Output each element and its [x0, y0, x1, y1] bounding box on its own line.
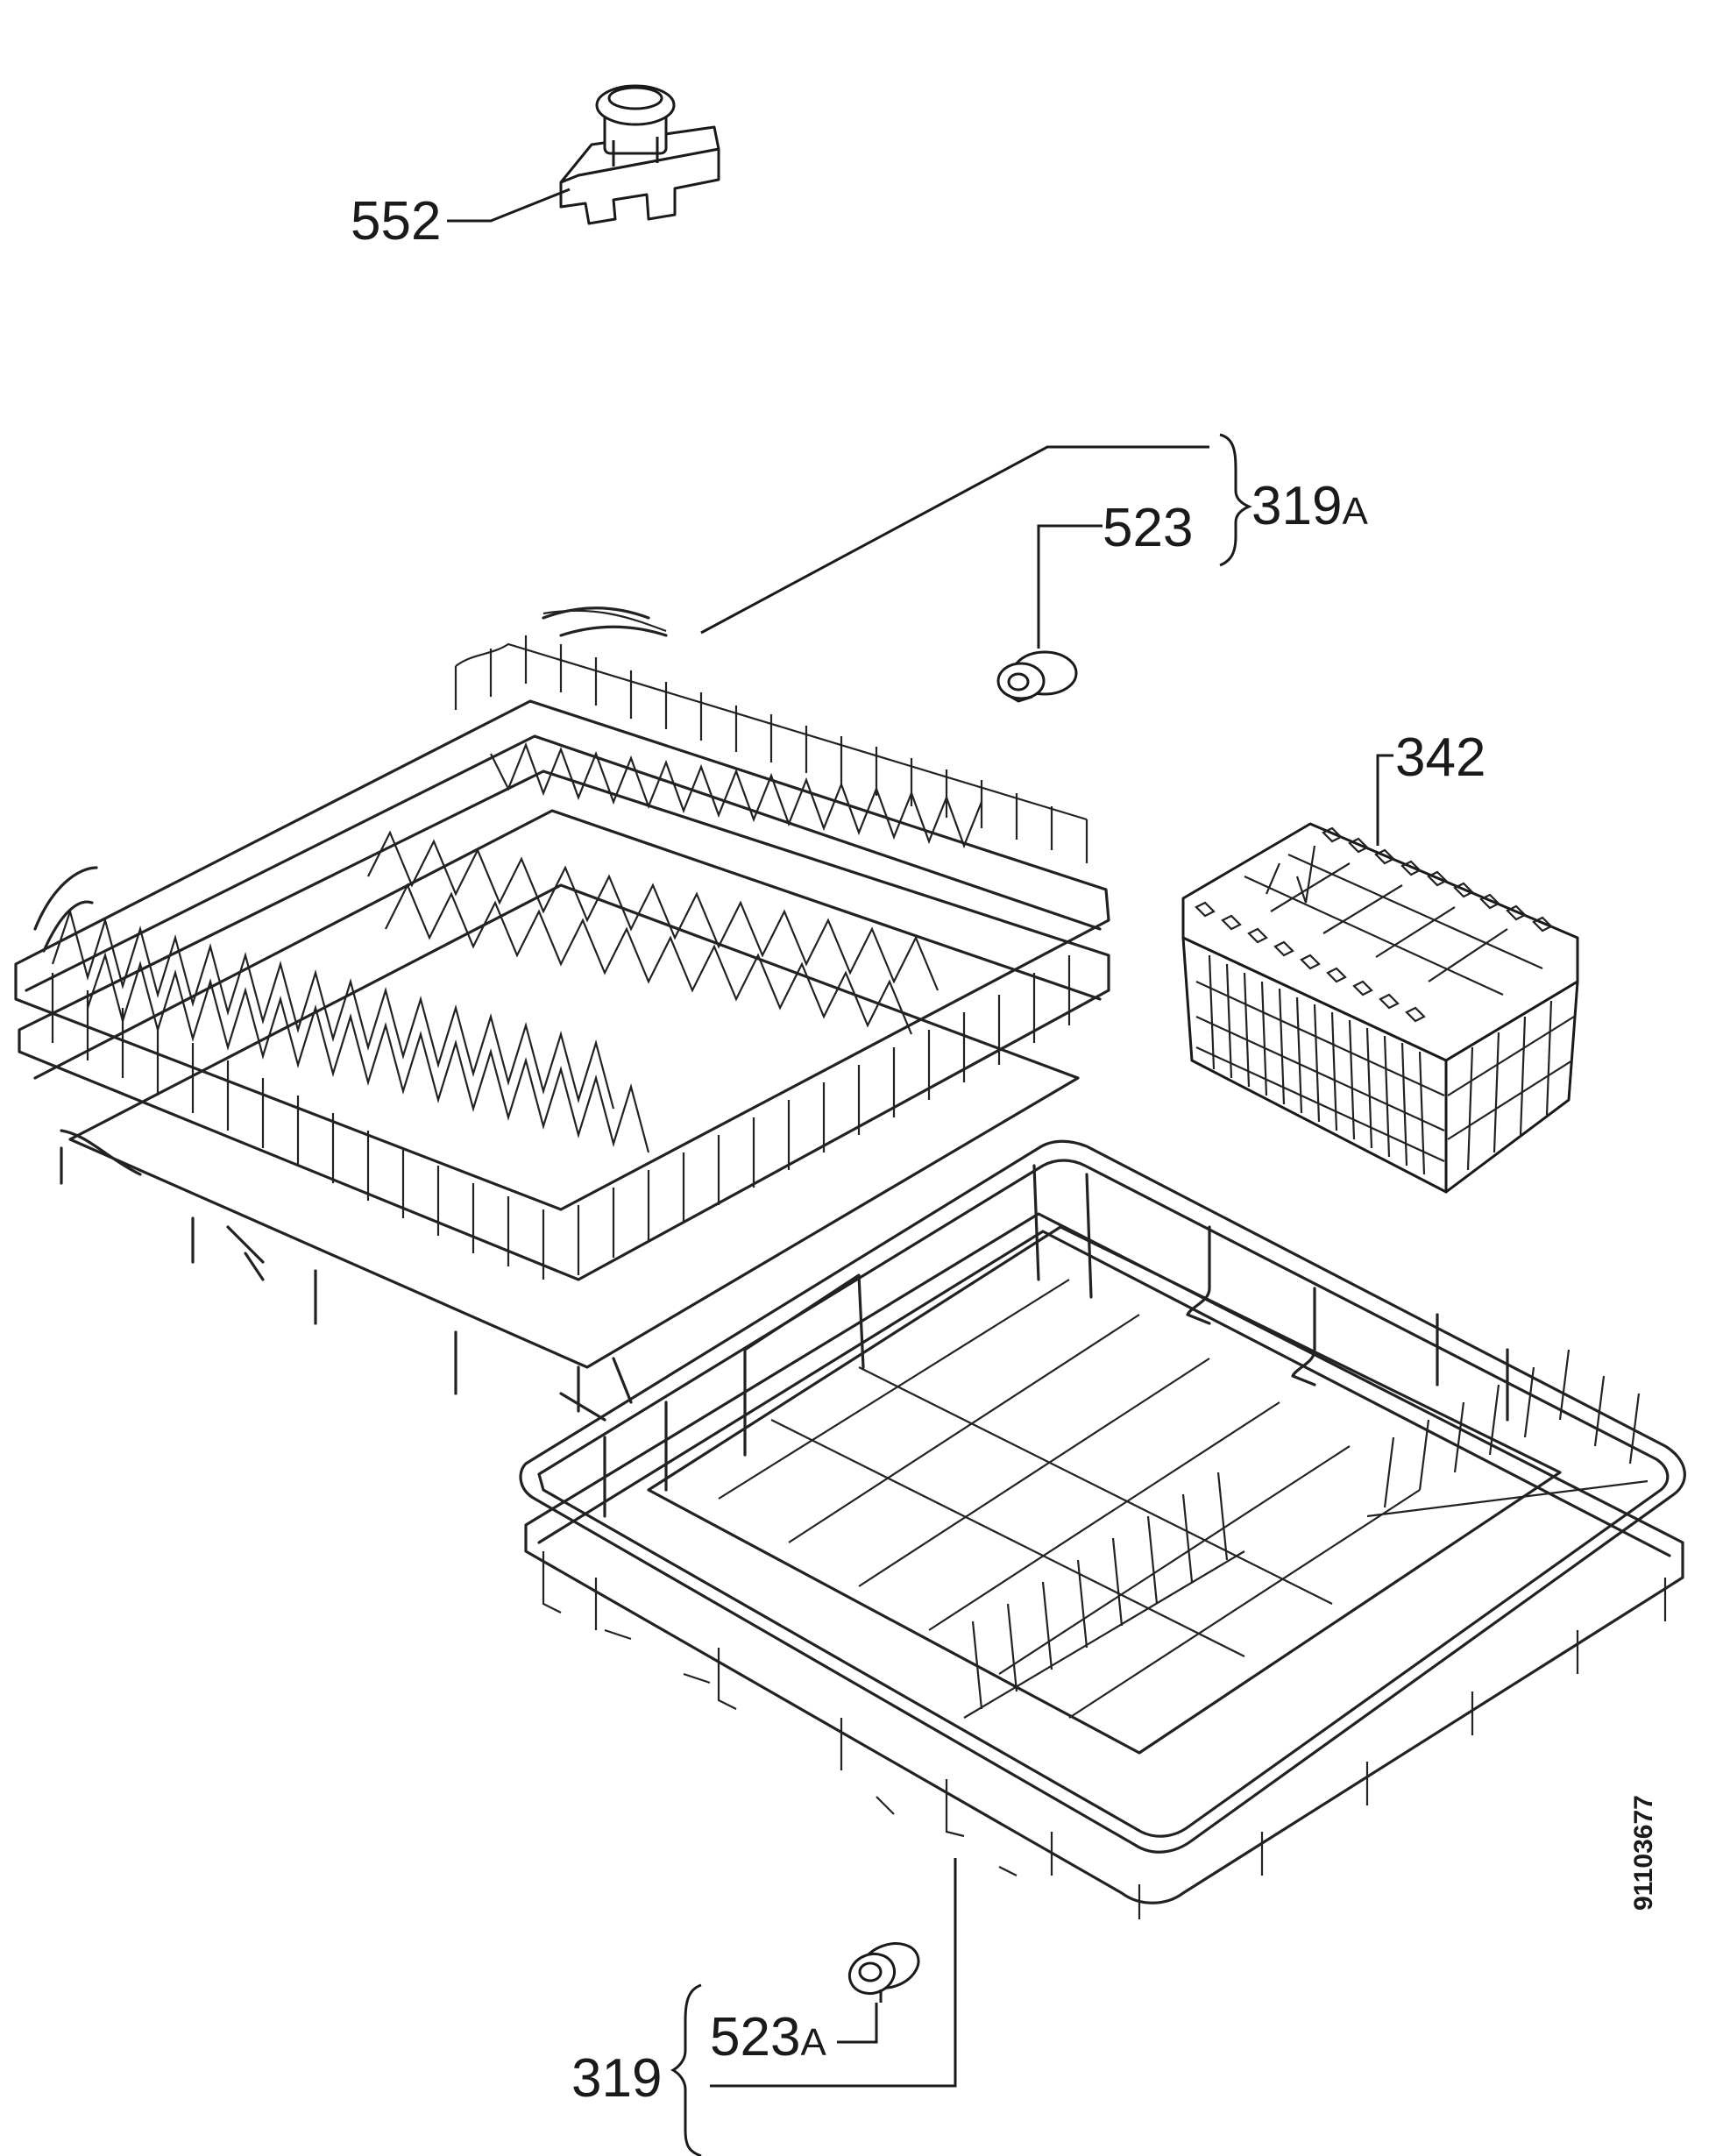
part-523-wheel — [996, 650, 1078, 703]
part-342-cutlery-basket — [1181, 822, 1579, 1194]
part-number-523: 523 — [1103, 498, 1193, 558]
part-number-523A: 523A — [710, 2007, 826, 2067]
part-552-rack-adjuster — [559, 84, 720, 225]
lower-dish-rack — [519, 1139, 1686, 1919]
callout-319: 319 — [571, 1858, 957, 2156]
part-number-319A: 319A — [1251, 476, 1368, 536]
part-number-552: 552 — [351, 191, 441, 252]
callout-319A: 319A — [700, 433, 1368, 635]
part-number-319: 319 — [571, 2048, 662, 2109]
callout-523A: 523A — [710, 2003, 878, 2067]
document-number: 91103677 — [1629, 1795, 1658, 1911]
part-number-342: 342 — [1395, 727, 1485, 788]
callout-552: 552 — [351, 188, 571, 252]
part-523A-wheel — [847, 1942, 920, 2003]
callout-342: 342 — [1376, 727, 1485, 846]
upper-dish-rack — [14, 606, 1110, 1422]
callout-523: 523 — [1037, 498, 1193, 649]
